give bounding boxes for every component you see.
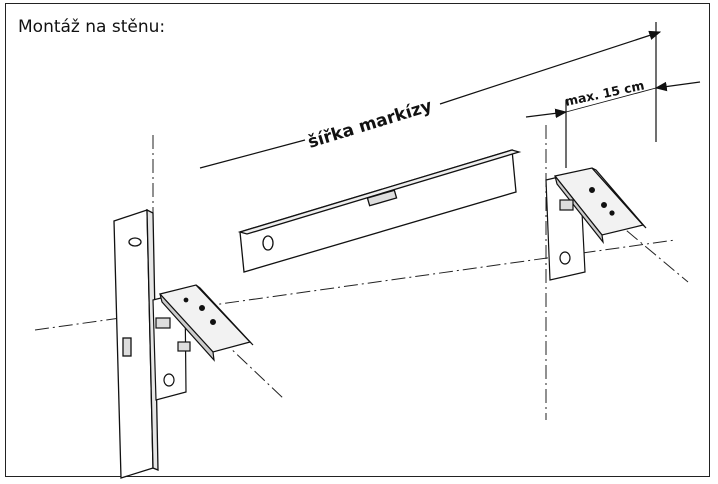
max-offset-label: max. 15 cm (564, 77, 646, 108)
awning-width-label: šířka markízy (306, 96, 435, 153)
bracket-axis-right (589, 199, 689, 283)
bracket-axis-left (184, 304, 286, 401)
horizontal-spirit-level (237, 149, 522, 273)
vertical-spirit-level (113, 208, 159, 479)
max-offset-dimension (525, 81, 701, 168)
diagram-caption: Montáž na stěnu: (18, 17, 166, 37)
bracket-right (545, 167, 647, 281)
bracket-left (152, 284, 254, 401)
